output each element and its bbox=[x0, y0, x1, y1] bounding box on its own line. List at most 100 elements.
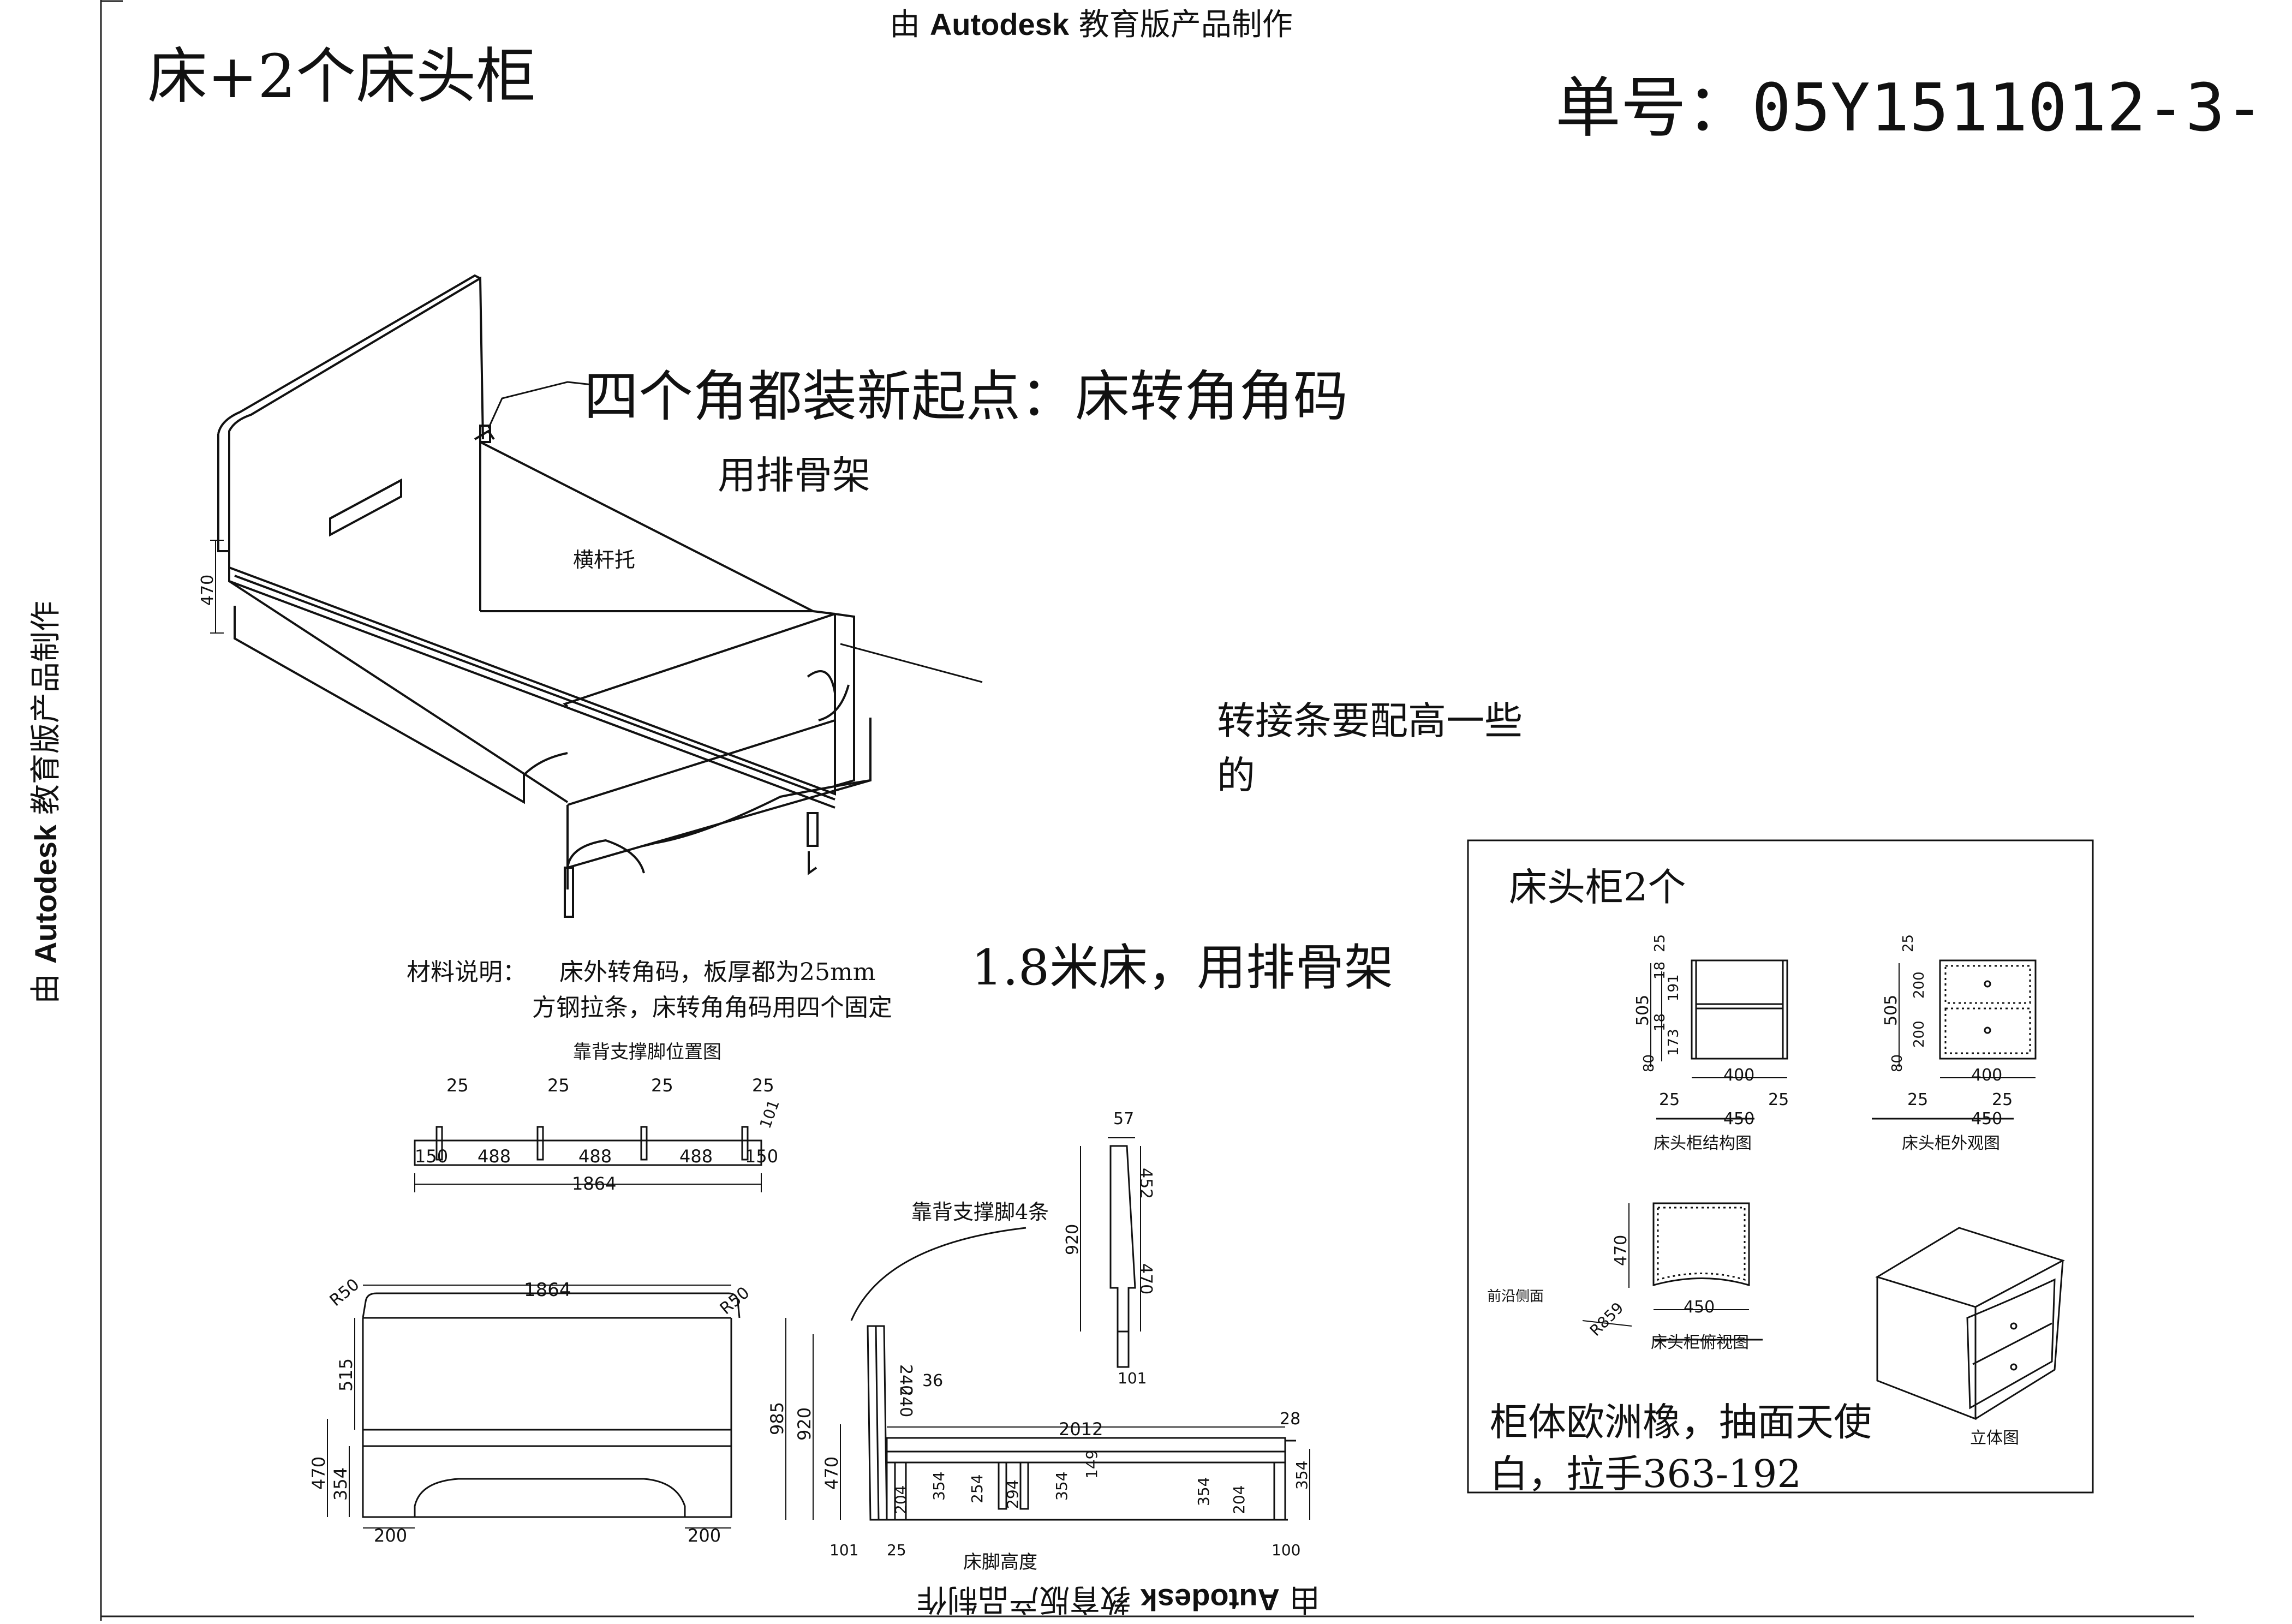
note-material-title: 材料说明： bbox=[407, 958, 527, 986]
nightstand-exterior-drawing bbox=[1872, 959, 2037, 1120]
dim-side-28: 28 bbox=[1280, 1410, 1300, 1429]
dim-nst-470: 470 bbox=[1611, 1235, 1631, 1266]
dim-hb-200b: 200 bbox=[688, 1525, 721, 1546]
dim-side-100: 100 bbox=[1272, 1541, 1300, 1559]
headboard-front-dims bbox=[327, 1285, 731, 1529]
drawing-title: 床+2个床头柜 bbox=[147, 41, 536, 111]
nightstand-spec-line2: 白，拉手363-192 bbox=[1490, 1452, 1801, 1496]
nightstand-top-label: 床头柜俯视图 bbox=[1651, 1333, 1749, 1352]
dim-nse-505: 505 bbox=[1882, 995, 1901, 1026]
nightstand-panel bbox=[1467, 839, 2094, 1494]
dim-hb-r50b: R50 bbox=[717, 1283, 754, 1318]
dim-legd-57: 57 bbox=[1113, 1109, 1134, 1129]
dim-side-470: 470 bbox=[821, 1456, 842, 1490]
dim-legd-452: 452 bbox=[1136, 1168, 1155, 1199]
dim-leg-25c: 25 bbox=[651, 1075, 673, 1096]
bed-side-drawing bbox=[850, 1227, 1296, 1521]
dim-side-2012: 2012 bbox=[1059, 1419, 1103, 1440]
dim-ns-505: 505 bbox=[1633, 995, 1652, 1026]
watermark-suffix: 教育版产品制作 bbox=[1078, 7, 1293, 43]
dim-side-240b: 240 bbox=[896, 1386, 915, 1417]
dim-side-254: 254 bbox=[968, 1474, 986, 1503]
dim-nst-r859: R859 bbox=[1586, 1299, 1627, 1340]
dim-side-985: 985 bbox=[767, 1402, 787, 1435]
dim-ns-25: 25 bbox=[1652, 934, 1668, 952]
note-crossbar-support: 横杆托 bbox=[573, 548, 636, 572]
dim-side-101: 101 bbox=[829, 1541, 858, 1559]
nightstand-spec-line1: 柜体欧洲橡，抽面天使 bbox=[1490, 1400, 1872, 1444]
order-number: 单号：05Y1511012-3- bbox=[1555, 70, 2265, 146]
dim-side-354c: 354 bbox=[1195, 1477, 1213, 1506]
nightstand-top-drawing bbox=[1582, 1202, 1763, 1341]
dim-leg-488b: 488 bbox=[578, 1146, 612, 1167]
dim-leg-25a: 25 bbox=[446, 1075, 469, 1096]
dim-nse-25: 25 bbox=[1900, 934, 1917, 952]
dim-leg-150b: 150 bbox=[745, 1146, 778, 1167]
dim-hb-r50a: R50 bbox=[326, 1275, 363, 1310]
nightstand-front-side-label: 前沿侧面 bbox=[1487, 1288, 1544, 1305]
dim-leg-25d: 25 bbox=[752, 1075, 774, 1096]
dim-side-354b: 354 bbox=[1053, 1472, 1071, 1501]
dim-side-36: 36 bbox=[922, 1371, 943, 1390]
dim-nse-200b: 200 bbox=[1911, 1020, 1927, 1048]
dim-legd-920: 920 bbox=[1063, 1224, 1082, 1255]
dim-side-294: 294 bbox=[1004, 1480, 1022, 1509]
dim-side-354a: 354 bbox=[930, 1472, 948, 1501]
note-corner-connectors: 四个角都装新起点：床转角角码 bbox=[584, 365, 1348, 428]
bed-side-dims bbox=[785, 1318, 1310, 1520]
dim-side-920: 920 bbox=[794, 1407, 815, 1441]
dim-nst-450: 450 bbox=[1684, 1298, 1715, 1317]
dim-side-204a: 204 bbox=[892, 1485, 910, 1514]
dim-nse-25c: 25 bbox=[1992, 1090, 2013, 1109]
headboard-front-drawing bbox=[362, 1292, 741, 1518]
dim-leg-488a: 488 bbox=[478, 1146, 511, 1167]
nightstand-iso-label: 立体图 bbox=[1970, 1429, 2019, 1448]
nightstand-iso-drawing bbox=[1875, 1227, 2065, 1420]
note-bed-size: 1.8米床，用排骨架 bbox=[971, 939, 1394, 996]
dim-hb-354: 354 bbox=[330, 1467, 351, 1501]
dim-side-204b: 204 bbox=[1230, 1485, 1248, 1514]
note-adapter-strip-1: 转接条要配高一些 bbox=[1217, 698, 1523, 743]
note-backrest-legs-position: 靠背支撑脚位置图 bbox=[573, 1041, 721, 1063]
dim-hb-470: 470 bbox=[308, 1456, 329, 1490]
watermark-prefix: 由 bbox=[890, 7, 920, 43]
nightstand-structure-label: 床头柜结构图 bbox=[1654, 1134, 1752, 1153]
note-leader bbox=[487, 381, 593, 429]
dim-hb-1864: 1864 bbox=[524, 1279, 571, 1301]
note-slat-frame: 用排骨架 bbox=[718, 453, 870, 498]
dim-side-240a: 240 bbox=[896, 1364, 915, 1395]
watermark-top: 由 Autodesk 教育版产品制作 bbox=[890, 0, 1293, 44]
dim-nse-25b: 25 bbox=[1907, 1090, 1928, 1109]
note-leader-2 bbox=[840, 643, 983, 683]
dim-leg-150a: 150 bbox=[415, 1146, 448, 1167]
dim-side-354d: 354 bbox=[1293, 1461, 1311, 1490]
dim-leg-488c: 488 bbox=[679, 1146, 713, 1167]
leg-detail-drawing bbox=[1109, 1145, 1136, 1368]
dim-nse-450: 450 bbox=[1971, 1109, 2002, 1129]
bed-isometric bbox=[217, 274, 872, 918]
dim-nse-400: 400 bbox=[1971, 1066, 2002, 1085]
dim-legd-101: 101 bbox=[1118, 1369, 1147, 1387]
dim-ns-18b: 18 bbox=[1652, 1013, 1668, 1031]
note-backrest-legs-count: 靠背支撑脚4条 bbox=[911, 1200, 1049, 1224]
dim-leg-25b: 25 bbox=[547, 1075, 570, 1096]
nightstand-title: 床头柜2个 bbox=[1509, 865, 1686, 910]
watermark-brand: Autodesk bbox=[929, 7, 1069, 41]
bed-height-dimension bbox=[210, 540, 224, 634]
leg-position-drawing bbox=[414, 1126, 762, 1192]
dim-bed-height: 470 bbox=[198, 575, 217, 606]
dim-hb-515: 515 bbox=[336, 1358, 356, 1392]
dim-ns-400: 400 bbox=[1723, 1066, 1754, 1085]
dim-side-25: 25 bbox=[887, 1541, 906, 1559]
dim-leg-101: 101 bbox=[756, 1097, 783, 1131]
note-material-line2: 方钢拉条，床转角角码用四个固定 bbox=[532, 994, 892, 1022]
note-material-line1: 床外转角码，板厚都为25mm bbox=[559, 958, 876, 986]
leg-detail-dims bbox=[1080, 1137, 1141, 1332]
nightstand-structure-drawing bbox=[1650, 959, 1788, 1120]
dim-ns-25b: 25 bbox=[1659, 1090, 1680, 1109]
dim-ns-191: 191 bbox=[1666, 974, 1682, 1001]
dim-side-149: 149 bbox=[1083, 1450, 1101, 1479]
dim-legd-470: 470 bbox=[1136, 1263, 1155, 1294]
